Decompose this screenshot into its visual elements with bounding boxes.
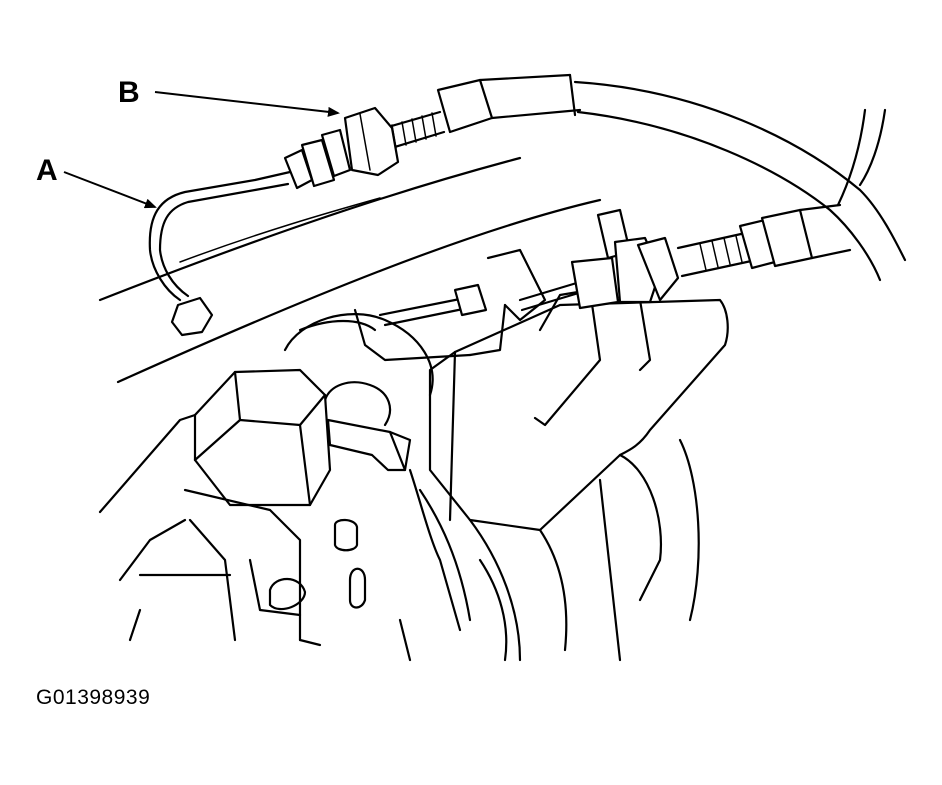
figure-code: G01398939	[36, 686, 151, 709]
lower-structure	[98, 413, 622, 662]
link-rod	[378, 283, 488, 327]
callout-arrows	[63, 91, 340, 209]
cable-a	[148, 170, 292, 337]
callout-label-b: B	[118, 76, 140, 109]
callout-label-a: A	[36, 154, 58, 187]
callout-arrow-a	[63, 171, 157, 209]
throttle-cam	[283, 308, 472, 427]
connector-block	[193, 368, 412, 552]
callout-arrow-b	[154, 91, 340, 117]
housing-outline	[98, 156, 602, 384]
throttle-cable-fitting	[518, 203, 852, 312]
cable-b	[283, 73, 907, 282]
